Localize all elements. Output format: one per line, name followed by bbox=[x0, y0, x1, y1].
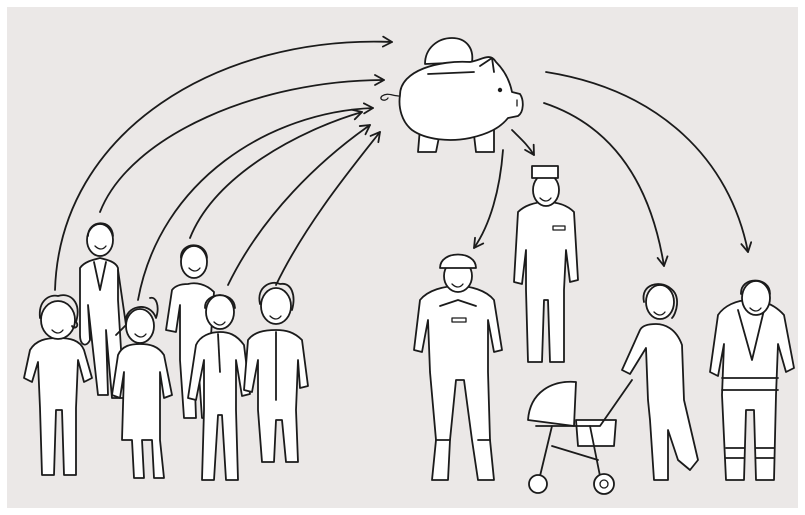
woman-ponytail-icon bbox=[112, 298, 172, 478]
piggy-bank-icon bbox=[381, 38, 523, 152]
firefighter-icon bbox=[710, 281, 794, 481]
arrow-in-6 bbox=[276, 132, 380, 285]
arrow-in-5 bbox=[228, 125, 370, 285]
arrow-out-2 bbox=[512, 130, 534, 155]
arrow-in-3 bbox=[138, 108, 373, 300]
arrow-out-1 bbox=[474, 150, 503, 248]
soldier-icon bbox=[414, 255, 502, 481]
contributor-group bbox=[24, 223, 308, 480]
woman-jacket-icon bbox=[244, 283, 308, 462]
arrow-out-4 bbox=[546, 72, 748, 252]
worker-in-cap-icon bbox=[514, 166, 578, 362]
